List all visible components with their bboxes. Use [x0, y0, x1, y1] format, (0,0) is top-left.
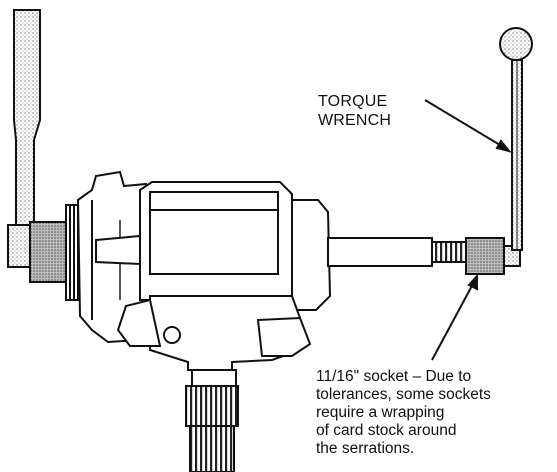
socket-note-line-5: the serrations.	[316, 440, 415, 457]
socket-note-line-2: tolerances, some sockets	[316, 386, 491, 403]
left-handle-bar	[13, 9, 41, 231]
torque-wrench-callout-line-2: WRENCH	[318, 112, 392, 129]
torque-wrench-callout: TORQUE WRENCH	[318, 92, 391, 130]
socket-note-line-4: of card stock around	[316, 422, 457, 439]
torque-wrench-callout-line-1: TORQUE	[318, 93, 388, 110]
torque-wrench-leader	[424, 99, 512, 153]
socket-leader	[431, 273, 478, 361]
socket-note-line-3: require a wrapping	[316, 404, 445, 421]
torque-wrench	[499, 27, 533, 251]
socket-note-callout: 11/16" socket – Due to tolerances, some …	[316, 368, 491, 458]
sector-shaft	[185, 369, 239, 472]
socket-note-line-1: 11/16" socket – Due to	[316, 368, 472, 385]
input-shaft	[327, 237, 467, 267]
gear-housing	[76, 170, 332, 371]
